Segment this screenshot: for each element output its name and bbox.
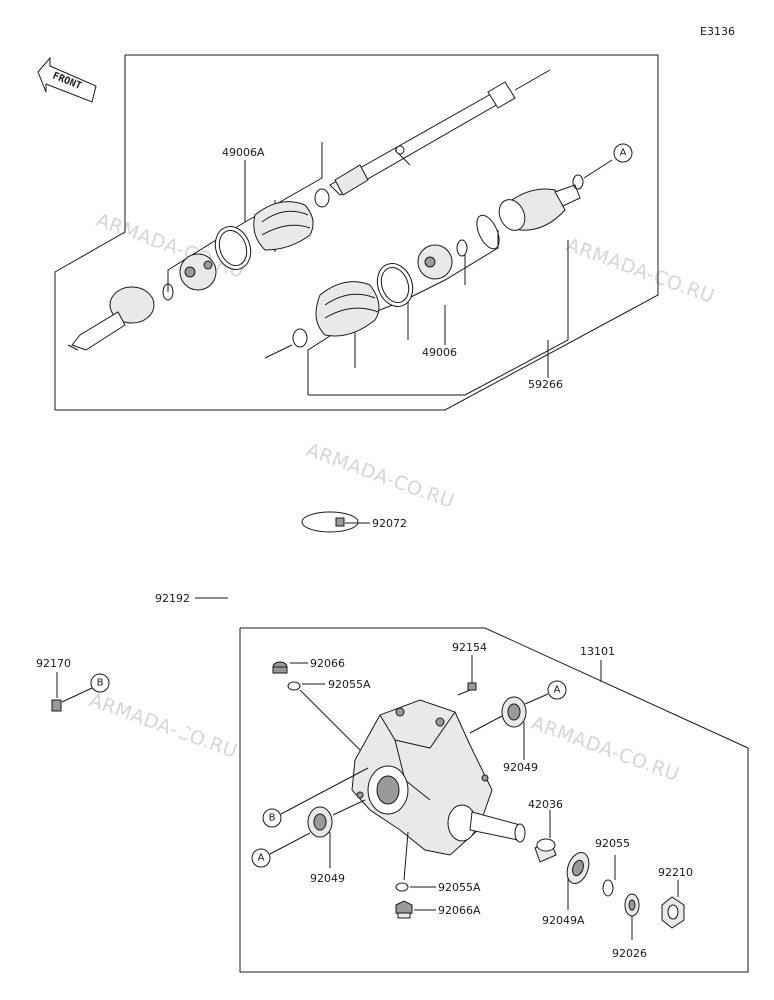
snap-ring-left	[162, 283, 174, 301]
part-label-92066A: 92066A	[438, 904, 481, 917]
watermark-3: ARMADA-CO.RU	[303, 439, 457, 513]
part-label-59266: 59266	[528, 378, 563, 391]
differential-group: 13101 92066 92055A 92154	[239, 627, 749, 973]
svg-text:A: A	[258, 853, 265, 864]
part-label-92154: 92154	[452, 641, 487, 654]
callout-b-top: B	[90, 673, 110, 693]
oil-seal-right	[501, 696, 527, 728]
bolt	[457, 682, 477, 696]
drive-shaft	[329, 69, 551, 196]
part-label-92066: 92066	[310, 657, 345, 670]
boot-49006A	[253, 188, 330, 251]
part-label-49006: 49006	[422, 346, 457, 359]
part-label-92049A: 92049A	[542, 914, 585, 927]
part-label-13101: 13101	[580, 645, 615, 658]
part-label-92170: 92170	[36, 657, 71, 670]
pinion-shaft	[469, 811, 526, 843]
differential-housing	[351, 699, 493, 856]
watermark-2: ARMADA-CO.RU	[563, 234, 717, 308]
part-label-92192: 92192	[155, 592, 190, 605]
boot-49006	[264, 281, 380, 359]
drive-shaft-box	[54, 54, 659, 411]
part-label-92049-left: 92049	[310, 872, 345, 885]
part-label-92072: 92072	[372, 517, 407, 530]
drain-plug	[395, 900, 413, 919]
o-ring-top	[287, 681, 301, 691]
part-label-92055A-top: 92055A	[328, 678, 371, 691]
callout-a-right: A	[547, 680, 567, 700]
part-label-92210: 92210	[658, 866, 693, 879]
callout-b-bottom: B	[262, 808, 282, 828]
front-arrow-icon: FRONT	[37, 56, 97, 103]
part-label-42036: 42036	[528, 798, 563, 811]
snap-ring-mid	[456, 239, 468, 257]
snap-ring-right	[572, 174, 584, 190]
outer-cv-joint	[67, 286, 155, 351]
o-ring-bottom	[395, 882, 409, 892]
watermark-4: ARMADA-CO.RU	[86, 689, 240, 763]
inner-cv-joint	[498, 184, 581, 231]
bracket-59266	[308, 240, 569, 396]
svg-text:A: A	[554, 685, 561, 696]
oil-seal-pinion	[566, 852, 590, 884]
svg-text:A: A	[620, 148, 627, 159]
part-label-49006A: 49006A	[222, 146, 265, 159]
svg-text:B: B	[269, 813, 276, 824]
callout-a-left: A	[251, 848, 271, 868]
hose-fitting	[51, 699, 62, 712]
part-label-92026: 92026	[612, 947, 647, 960]
part-label-92055: 92055	[595, 837, 630, 850]
bearing-cage-2	[417, 244, 453, 280]
breather-hose-group: 92072 92192 92170 B	[31, 469, 407, 741]
part-label-92055A-bottom: 92055A	[438, 881, 481, 894]
diagram-code: E3136	[700, 25, 735, 38]
oil-seal-left	[307, 806, 333, 838]
svg-text:B: B	[97, 678, 104, 689]
differential-box	[239, 627, 749, 973]
filler-plug-top	[272, 661, 288, 674]
washer	[624, 893, 640, 917]
watermark-5: ARMADA-CO.RU	[528, 712, 682, 786]
circlip-large	[476, 214, 500, 250]
collar	[534, 838, 557, 863]
drive-shaft-group: 49006A 49006 59266 A	[54, 54, 659, 411]
callout-a-top: A	[613, 143, 633, 163]
part-label-92049-right: 92049	[503, 761, 538, 774]
o-ring-pinion	[602, 879, 614, 897]
nut	[661, 896, 685, 929]
hose-clamp	[301, 511, 359, 533]
bearing-cage	[179, 253, 217, 291]
